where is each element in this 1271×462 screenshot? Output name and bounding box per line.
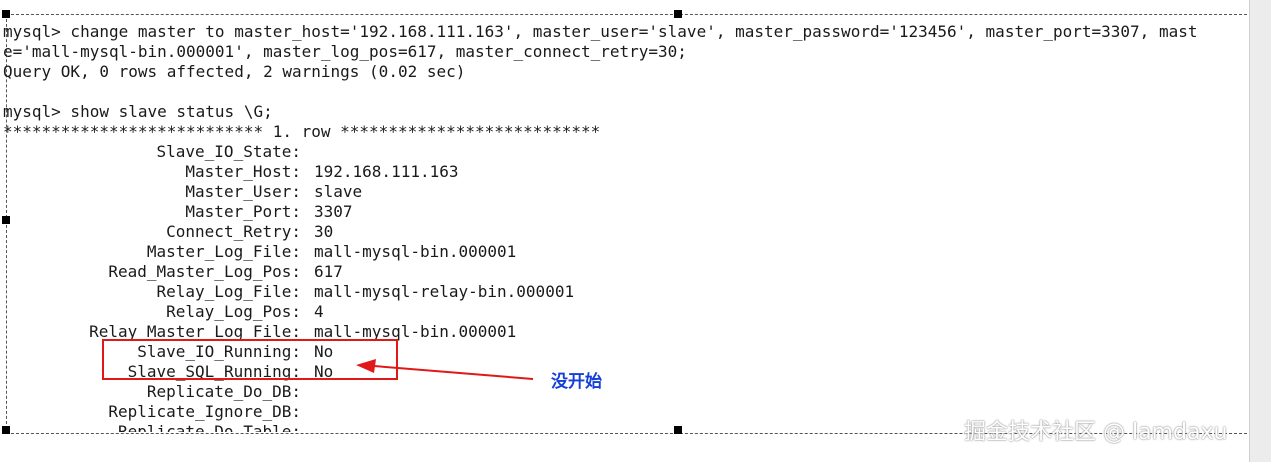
status-field-row: Replicate_Do_Table: [3,422,1243,432]
status-field-label: Replicate_Ignore_DB: [108,402,301,421]
status-field-value: mall-mysql-bin.000001 [314,322,517,341]
status-field-row: Slave_IO_State: [3,142,1243,162]
terminal-line: *************************** 1. row *****… [3,122,601,141]
status-field-label: Relay_Log_Pos: [166,302,301,321]
status-field-row: Relay_Log_Pos: 4 [3,302,1243,322]
terminal-line: e='mall-mysql-bin.000001', master_log_po… [3,42,687,61]
status-field-label: Slave_IO_State: [156,142,302,161]
status-field-label: Master_User: [185,182,301,201]
resize-handle-middle-left[interactable] [2,216,10,224]
terminal-line: mysql> change master to master_host='192… [3,22,1198,41]
annotation-label: 没开始 [551,372,602,392]
status-field-value: mall-mysql-relay-bin.000001 [314,282,575,301]
status-field-label: Relay_Master_Log_File: [89,322,301,341]
status-field-label: Slave_SQL_Running: [127,362,301,381]
status-field-label: Replicate_Do_DB: [146,382,301,401]
status-field-row: Relay_Log_File: mall-mysql-relay-bin.0000… [3,282,1243,302]
resize-handle-bottom-left[interactable] [2,426,10,434]
status-field-label: Relay_Log_File: [156,282,302,301]
status-field-row: Master_Port: 3307 [3,202,1243,222]
resize-handle-bottom-middle[interactable] [674,426,682,434]
status-field-row: Master_User: slave [3,182,1243,202]
terminal-line: mysql> show slave status \G; [3,102,273,121]
status-field-row: Connect_Retry: 30 [3,222,1243,242]
status-field-label: Master_Log_File: [146,242,301,261]
highlight-box [102,339,398,380]
status-field-row: Slave_SQL_Running: No [3,362,1243,382]
selection-frame [6,14,1247,434]
arrow-icon [356,359,534,380]
resize-handle-top-left[interactable] [2,10,10,18]
right-gutter [1249,0,1271,462]
status-field-label: Master_Port: [185,202,301,221]
status-field-label: Connect_Retry: [166,222,301,241]
status-field-row: Replicate_Do_DB: [3,382,1243,402]
status-field-value: mall-mysql-bin.000001 [314,242,517,261]
status-field-value: 3307 [314,202,353,221]
status-field-label: Read_Master_Log_Pos: [108,262,301,281]
terminal-line: Query OK, 0 rows affected, 2 warnings (0… [3,62,466,81]
status-field-value: No [314,342,334,361]
status-field-value: 192.168.111.163 [314,162,459,181]
status-field-row: Read_Master_Log_Pos: 617 [3,262,1243,282]
status-field-row: Relay_Master_Log_File: mall-mysql-bin.000… [3,322,1243,342]
watermark: 掘金技术社区 @ lamdaxu [964,420,1228,445]
status-field-row: Master_Host: 192.168.111.163 [3,162,1243,182]
status-field-row: Replicate_Ignore_DB: [3,402,1243,422]
status-field-label: Slave_IO_Running: [137,342,301,361]
status-field-value: 4 [314,302,324,321]
terminal-output: mysql> change master to master_host='192… [3,22,1243,432]
status-field-label: Master_Host: [185,162,301,181]
status-field-row: Slave_IO_Running: No [3,342,1243,362]
status-field-label: Replicate_Do_Table: [117,422,301,432]
status-field-row: Master_Log_File: mall-mysql-bin.000001 [3,242,1243,262]
status-field-value: 30 [314,222,334,241]
status-field-value: slave [314,182,363,201]
resize-handle-top-middle[interactable] [674,10,682,18]
status-field-value: No [314,362,334,381]
status-field-value: 617 [314,262,343,281]
